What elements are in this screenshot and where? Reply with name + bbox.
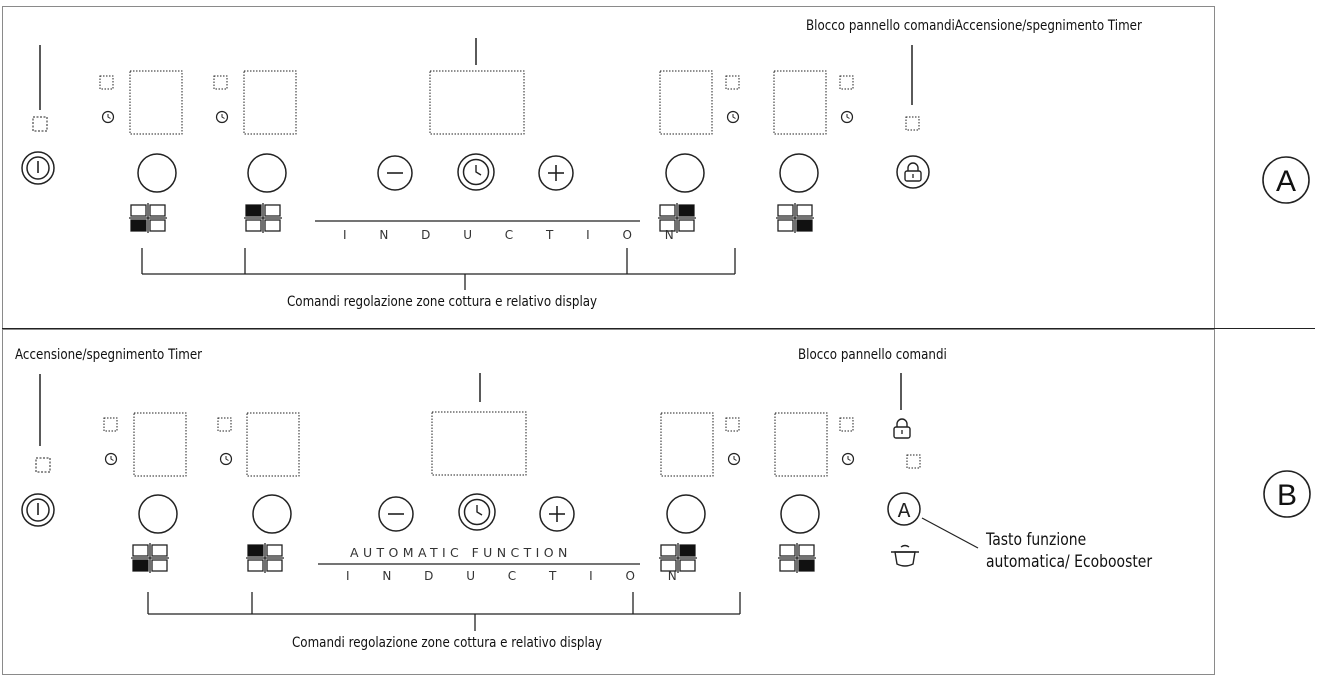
panel-a-frame [2,6,1215,329]
pot-icon [891,544,919,567]
timer-icon [727,452,741,466]
power-button[interactable] [21,493,55,527]
plus-button[interactable] [538,155,574,191]
panel-a-badge: A [1262,156,1310,204]
function-button[interactable]: A [887,492,921,526]
timer-icon [840,110,854,124]
leader-line [921,517,979,549]
zone-indicator-icon [243,202,283,234]
zone-display-2 [217,412,300,477]
function-key-glyph: A [898,501,911,524]
zone-button-4[interactable] [779,153,819,193]
timer-button[interactable] [458,493,496,531]
zone-indicator-icon [128,202,168,234]
zone-indicator-icon [658,542,698,574]
plus-button[interactable] [539,496,575,532]
label-timer-toggle: Accensione/spegnimento Timer [15,347,203,363]
zone-display-1 [103,412,187,477]
label-function-key-line1: Tasto funzione [986,530,1087,550]
timer-icon [104,452,118,466]
zone-indicator-icon [130,542,170,574]
zone-button-4[interactable] [780,494,820,534]
label-function-key-line2: automatica/ Ecobooster [986,552,1153,572]
zones-bracket [141,248,736,290]
zone-button-2[interactable] [252,494,292,534]
power-led [32,116,48,132]
zone-display-4 [773,70,854,135]
timer-icon [219,452,233,466]
zone-display-3 [660,412,741,477]
minus-button[interactable] [377,155,413,191]
timer-display [429,70,525,135]
timer-icon [462,158,490,186]
zone-indicator-icon [775,202,815,234]
lock-icon [904,162,922,182]
zone-indicator-icon [777,542,817,574]
lock-led [905,116,920,131]
automatic-function-wordmark: AUTOMATIC FUNCTION [350,545,572,560]
timer-display [431,411,527,476]
panel-b: A B [21,373,1311,631]
timer-icon [101,110,115,124]
zones-bracket [147,592,741,631]
power-icon [26,156,50,180]
zone-button-3[interactable] [665,153,705,193]
panel-divider [2,328,1315,329]
function-led [906,454,921,469]
zone-display-2 [213,70,297,135]
minus-button[interactable] [378,496,414,532]
label-control-lock: Blocco pannello comandi [798,347,947,363]
power-button[interactable] [21,151,55,185]
label-zone-controls: Comandi regolazione zone cottura e relat… [292,635,603,651]
panel-b-frame [2,329,1215,675]
timer-icon [463,498,491,526]
panel-letter: B [1277,479,1297,512]
zone-button-1[interactable] [137,153,177,193]
zone-button-1[interactable] [138,494,178,534]
power-led [35,457,51,473]
zone-indicator-icon [657,202,697,234]
panel-b-badge: B [1263,470,1311,518]
lock-button[interactable] [896,155,930,189]
zone-display-3 [659,70,740,135]
power-icon [26,498,50,522]
zone-display-4 [774,412,855,477]
timer-icon [841,452,855,466]
induction-wordmark: I N D U C T I O N [343,228,689,242]
zone-indicator-icon [245,542,285,574]
panel-letter: A [1276,165,1296,198]
timer-icon [215,110,229,124]
label-lock-and-timer: Blocco pannello comandiAccensione/spegni… [806,18,1142,34]
zone-display-1 [99,70,183,135]
timer-button[interactable] [457,153,495,191]
zone-button-3[interactable] [666,494,706,534]
label-zone-controls: Comandi regolazione zone cottura e relat… [287,294,598,310]
induction-wordmark: I N D U C T I O N [346,569,692,583]
panel-a: A [21,38,1310,290]
timer-icon [726,110,740,124]
zone-button-2[interactable] [247,153,287,193]
lock-icon [893,418,911,439]
